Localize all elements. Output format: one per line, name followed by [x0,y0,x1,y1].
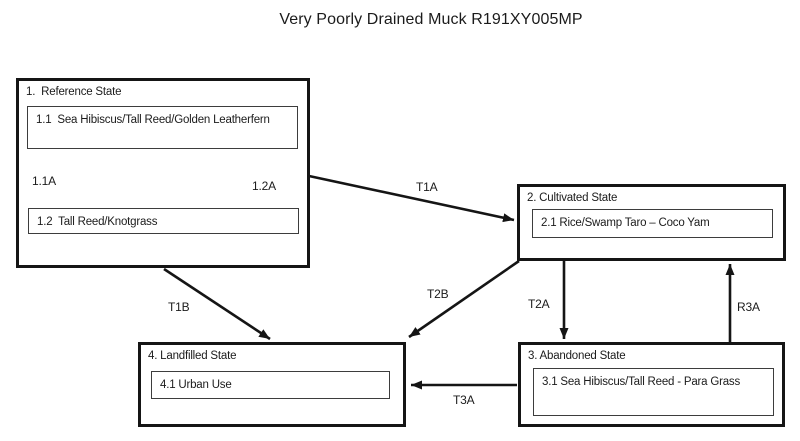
restoration-label-R3A: R3A [736,300,761,314]
community-box-3-1: 3.1 Sea Hibiscus/Tall Reed - Para Grass [533,368,774,416]
community-box-4-1: 4.1 Urban Use [151,371,390,399]
transition-label-T3A: T3A [452,393,476,407]
transition-label-T2A: T2A [527,297,551,311]
state-label-reference: 1. Reference State [26,86,122,98]
state-box-abandoned: 3. Abandoned State 3.1 Sea Hibiscus/Tall… [518,342,785,427]
state-box-cultivated: 2. Cultivated State 2.1 Rice/Swamp Taro … [517,184,786,261]
community-box-1-1: 1.1 Sea Hibiscus/Tall Reed/Golden Leathe… [27,106,298,149]
state-box-reference: 1. Reference State 1.1 Sea Hibiscus/Tall… [16,78,310,268]
community-box-2-1: 2.1 Rice/Swamp Taro – Coco Yam [532,209,773,238]
community-box-1-2: 1.2 Tall Reed/Knotgrass [28,208,299,234]
state-label-cultivated: 2. Cultivated State [527,192,618,204]
diagram-title: Very Poorly Drained Muck R191XY005MP [279,11,583,28]
state-label-landfilled: 4. Landfilled State [148,350,237,362]
state-box-landfilled: 4. Landfilled State 4.1 Urban Use [138,342,406,427]
transition-label-T1A: T1A [415,180,439,194]
transition-arrow-T2B [408,259,520,339]
transition-arrow-T1A [308,174,515,223]
pathway-label-1-2A: 1.2A [251,179,277,193]
transition-label-T1B: T1B [167,300,191,314]
transition-arrow-T1B [163,267,271,341]
transition-label-T2B: T2B [426,287,450,301]
state-label-abandoned: 3. Abandoned State [528,350,626,362]
pathway-label-1-1A: 1.1A [31,174,57,188]
